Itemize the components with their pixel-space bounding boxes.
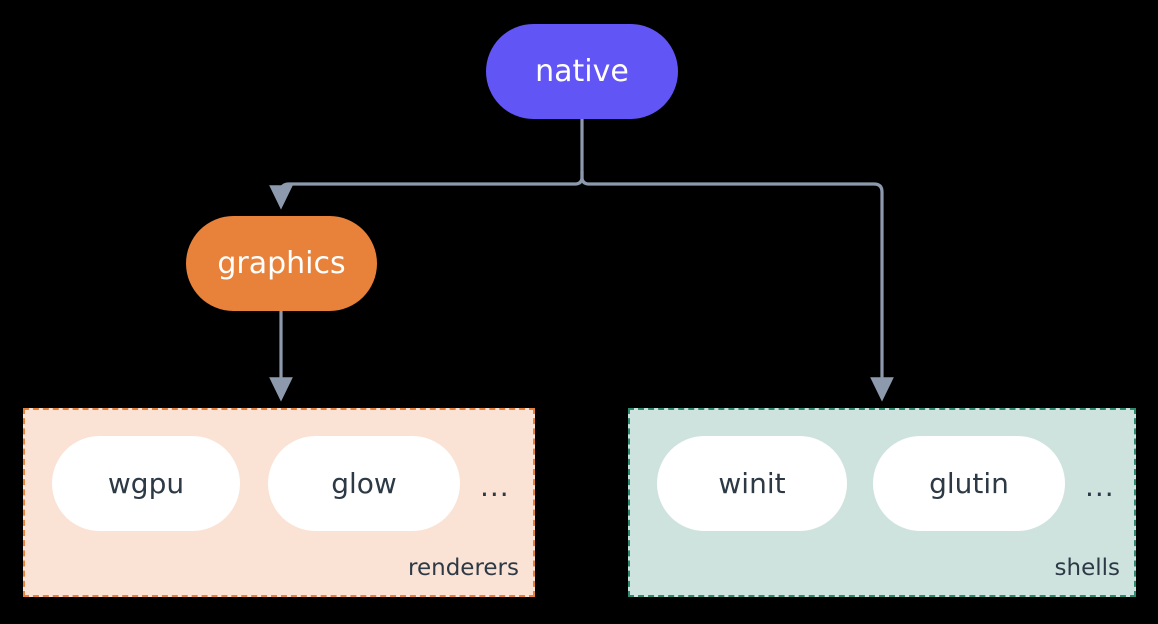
node-graphics-label: graphics [217, 245, 346, 281]
node-native[interactable]: native [486, 24, 678, 119]
leaf-winit[interactable]: winit [657, 436, 847, 531]
group-shells[interactable]: winit glutin ... shells [628, 408, 1136, 597]
leaf-glutin[interactable]: glutin [873, 436, 1065, 531]
renderers-overflow-ellipsis: ... [480, 470, 510, 503]
leaf-wgpu[interactable]: wgpu [52, 436, 240, 531]
group-renderers-caption: renderers [408, 555, 519, 582]
edge-native-to-shells [580, 171, 894, 402]
leaf-winit-label: winit [718, 466, 786, 500]
group-renderers[interactable]: wgpu glow ... renderers [23, 408, 535, 597]
leaf-glow[interactable]: glow [268, 436, 460, 531]
leaf-glow-label: glow [331, 466, 397, 500]
group-shells-caption: shells [1054, 555, 1120, 582]
edge-native-to-graphics [269, 171, 584, 210]
shells-overflow-ellipsis: ... [1085, 470, 1115, 503]
node-graphics[interactable]: graphics [186, 216, 377, 311]
leaf-wgpu-label: wgpu [107, 466, 185, 500]
node-native-label: native [535, 53, 629, 89]
leaf-glutin-label: glutin [929, 466, 1009, 500]
